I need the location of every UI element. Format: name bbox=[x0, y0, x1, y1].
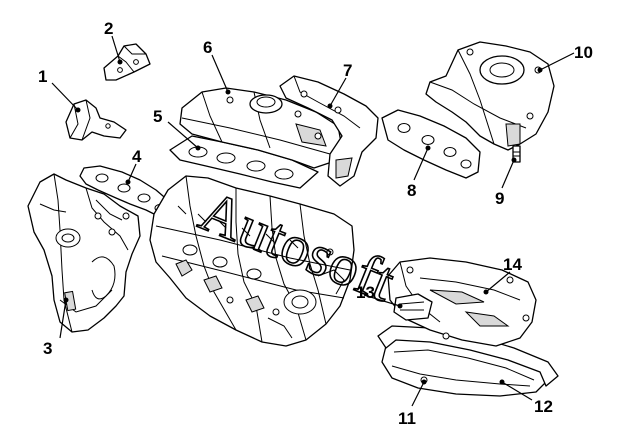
part-13-baffle-plate bbox=[393, 293, 433, 321]
part-1-bracket bbox=[65, 99, 127, 141]
callout-9: 9 bbox=[495, 189, 504, 208]
part-3-intake-manifold bbox=[27, 173, 141, 333]
part-14-upper-oil-pan bbox=[387, 257, 537, 347]
callout-1: 1 bbox=[38, 67, 47, 86]
part-8-exhaust-gasket bbox=[381, 109, 481, 179]
callout-11: 11 bbox=[398, 409, 416, 428]
callout-12: 12 bbox=[534, 397, 553, 416]
callout-6: 6 bbox=[203, 38, 212, 57]
part-7-heat-shield bbox=[279, 75, 379, 187]
callout-4: 4 bbox=[132, 147, 142, 166]
callout-14: 14 bbox=[503, 255, 522, 274]
callout-10: 10 bbox=[574, 43, 593, 62]
part-10-exhaust-manifold bbox=[425, 41, 555, 151]
callout-13: 13 bbox=[356, 283, 375, 302]
callout-2: 2 bbox=[104, 19, 113, 38]
callout-7: 7 bbox=[343, 61, 352, 80]
engine-block bbox=[149, 175, 355, 347]
callout-5: 5 bbox=[153, 107, 162, 126]
part-6-cylinder-head bbox=[179, 87, 343, 169]
callout-labels: 1 2 3 4 5 6 7 8 9 10 11 12 13 14 bbox=[38, 19, 593, 428]
part-2-bracket bbox=[103, 43, 151, 81]
part-9-stud bbox=[512, 145, 521, 163]
callout-3: 3 bbox=[43, 339, 52, 358]
leader-lines bbox=[51, 35, 575, 407]
callout-8: 8 bbox=[407, 181, 416, 200]
